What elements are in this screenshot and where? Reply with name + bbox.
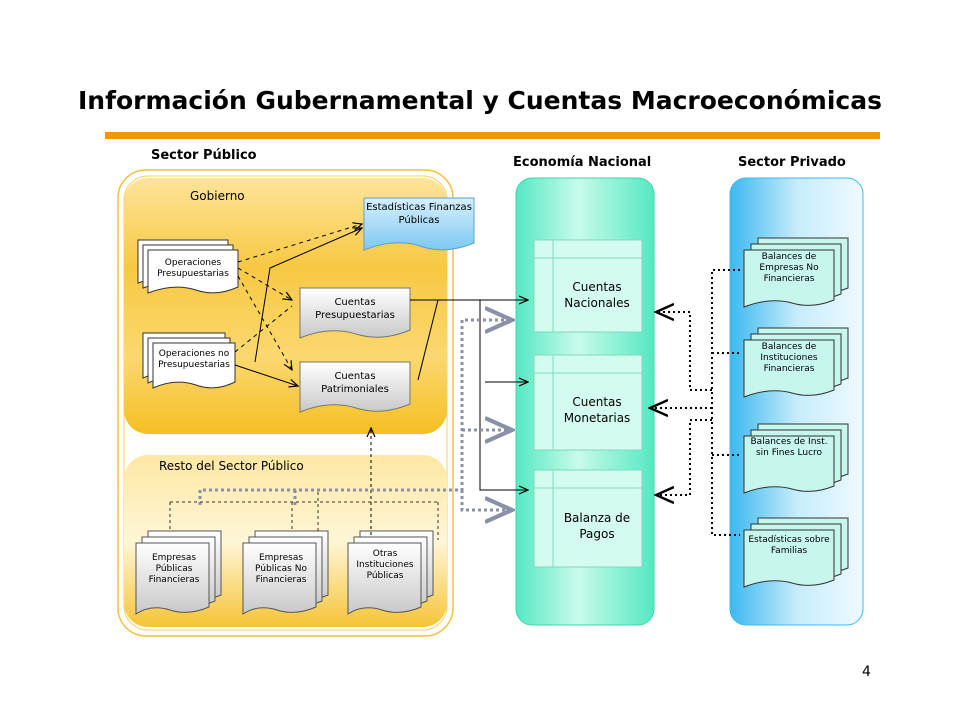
nonprofit-institutions-label: Balances de Inst. sin Fines Lucro	[750, 437, 828, 458]
patrimonial-accounts-box	[299, 361, 411, 413]
other-institutions-document	[347, 530, 434, 615]
title-rule	[105, 132, 880, 139]
financial-enterprises-label: Empresas Públicas Financieras	[148, 553, 200, 585]
nonfinancial-enterprises-label: Empresas Públicas No Financieras	[255, 553, 307, 585]
private-sector-label: Sector Privado	[738, 155, 846, 170]
national-accounts-box	[533, 239, 643, 333]
nonbudget-operations-label: Operaciones no Presupuestarias	[158, 349, 230, 370]
nonfinancial-enterprises-document	[242, 530, 329, 615]
page-number: 4	[862, 664, 871, 680]
public-finance-stats-label: Estadísticas Finanzas Públicas	[366, 202, 472, 226]
page-title: Información Gubernamental y Cuentas Macr…	[77, 86, 883, 115]
rest-to-national-arrows	[170, 320, 512, 510]
rest-connector-lines	[169, 492, 439, 540]
government-label: Gobierno	[190, 189, 245, 203]
public-finance-stats-box	[363, 197, 475, 251]
family-statistics-document	[743, 517, 849, 588]
government-to-national-arrows	[410, 300, 528, 490]
financial-institutions-label: Balances de Instituciones Financieras	[760, 342, 818, 374]
financial-enterprises-document	[135, 530, 222, 615]
monetary-accounts-box	[533, 354, 643, 451]
nonfinancial-companies-label: Balances de Empresas No Financieras	[759, 252, 819, 284]
other-institutions-label: Otras Instituciones Públicas	[356, 549, 414, 581]
financial-institutions-document	[743, 327, 849, 398]
government-flow-arrows	[234, 224, 439, 386]
family-statistics-label: Estadísticas sobre Familias	[748, 535, 830, 556]
national-accounts-label: Cuentas Nacionales	[564, 280, 630, 310]
national-economy-label: Economía Nacional	[513, 155, 652, 170]
balance-of-payments-label: Balanza de Pagos	[563, 511, 631, 541]
budget-accounts-label: Cuentas Presupuestarias	[315, 297, 395, 321]
patrimonial-accounts-label: Cuentas Patrimoniales	[321, 371, 389, 395]
balance-of-payments-box	[533, 469, 643, 568]
public-sector-label: Sector Público	[151, 148, 257, 163]
budget-operations-document	[137, 239, 239, 294]
nonbudget-operations-document	[142, 332, 236, 389]
budget-accounts-box	[299, 287, 411, 339]
nonprofit-institutions-document	[743, 423, 849, 494]
monetary-accounts-label: Cuentas Monetarias	[563, 395, 631, 425]
budget-operations-label: Operaciones Presupuestarias	[157, 258, 229, 279]
rest-public-sector-label: Resto del Sector Público	[159, 459, 304, 473]
private-to-national-arrows	[650, 269, 740, 536]
nonfinancial-companies-document	[743, 237, 849, 308]
